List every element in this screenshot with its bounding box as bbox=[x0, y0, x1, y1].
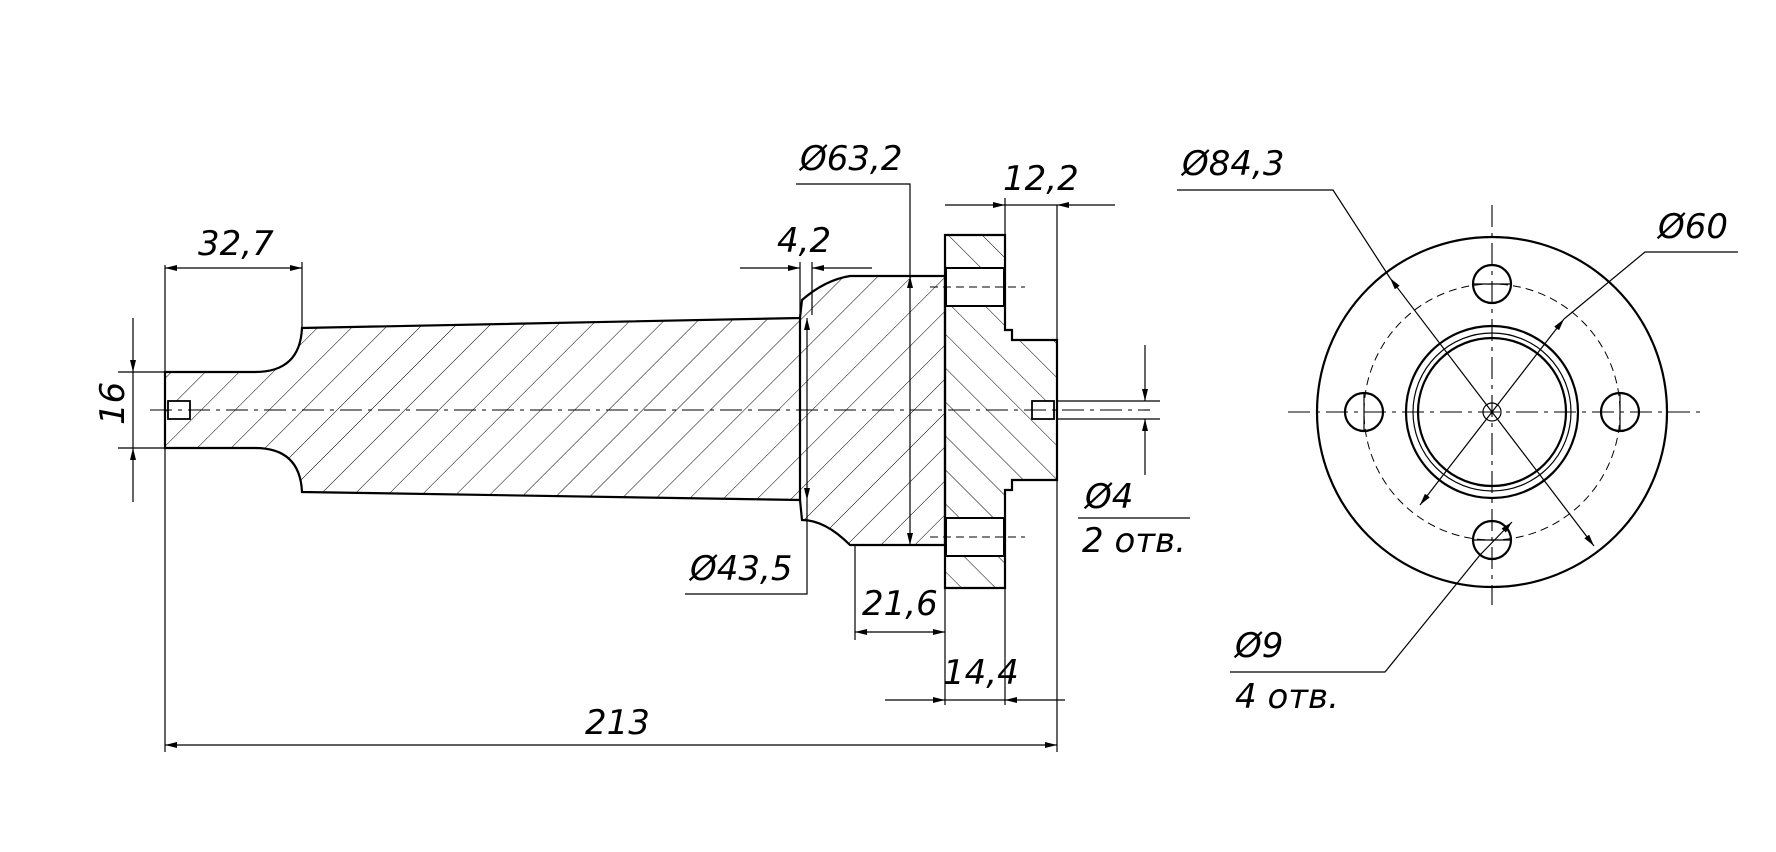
label-43-5: Ø43,5 bbox=[688, 549, 792, 589]
label-21-6: 21,6 bbox=[862, 584, 938, 624]
label-32-7: 32,7 bbox=[198, 224, 274, 264]
label-84-3: Ø84,3 bbox=[1180, 144, 1284, 184]
dim-arrow-9 bbox=[1479, 521, 1513, 556]
shaft-section-view bbox=[118, 183, 1190, 752]
label-63-2: Ø63,2 bbox=[798, 139, 902, 179]
label-9-hole-note: 4 отв. bbox=[1235, 677, 1339, 717]
dimension-labels: Ø63,2 12,2 4,2 32,7 16 Ø43,5 21,6 14,4 2… bbox=[93, 139, 1728, 743]
leader-60 bbox=[1563, 251, 1738, 320]
label-4-hole: Ø4 bbox=[1083, 477, 1133, 517]
leader-43-5 bbox=[685, 500, 808, 595]
bolt-hole-left bbox=[1343, 391, 1385, 433]
label-60: Ø60 bbox=[1656, 207, 1728, 247]
leader-9 bbox=[1230, 554, 1481, 673]
flange-end-view bbox=[1177, 189, 1738, 673]
label-14-4: 14,4 bbox=[943, 653, 1019, 693]
shaft-hatching bbox=[165, 276, 945, 545]
dim-line-60 bbox=[1419, 318, 1565, 506]
label-4-hole-note: 2 отв. bbox=[1082, 521, 1186, 561]
bolt-hole-right bbox=[1599, 391, 1641, 433]
label-4-2: 4,2 bbox=[777, 221, 831, 261]
label-9-hole: Ø9 bbox=[1233, 626, 1283, 666]
flange-hole-top bbox=[945, 267, 1005, 307]
label-12-2: 12,2 bbox=[1003, 159, 1079, 199]
label-213: 213 bbox=[585, 703, 650, 743]
leader-63-2 bbox=[796, 183, 911, 276]
label-16: 16 bbox=[93, 382, 133, 425]
leader-84-3 bbox=[1177, 189, 1391, 279]
